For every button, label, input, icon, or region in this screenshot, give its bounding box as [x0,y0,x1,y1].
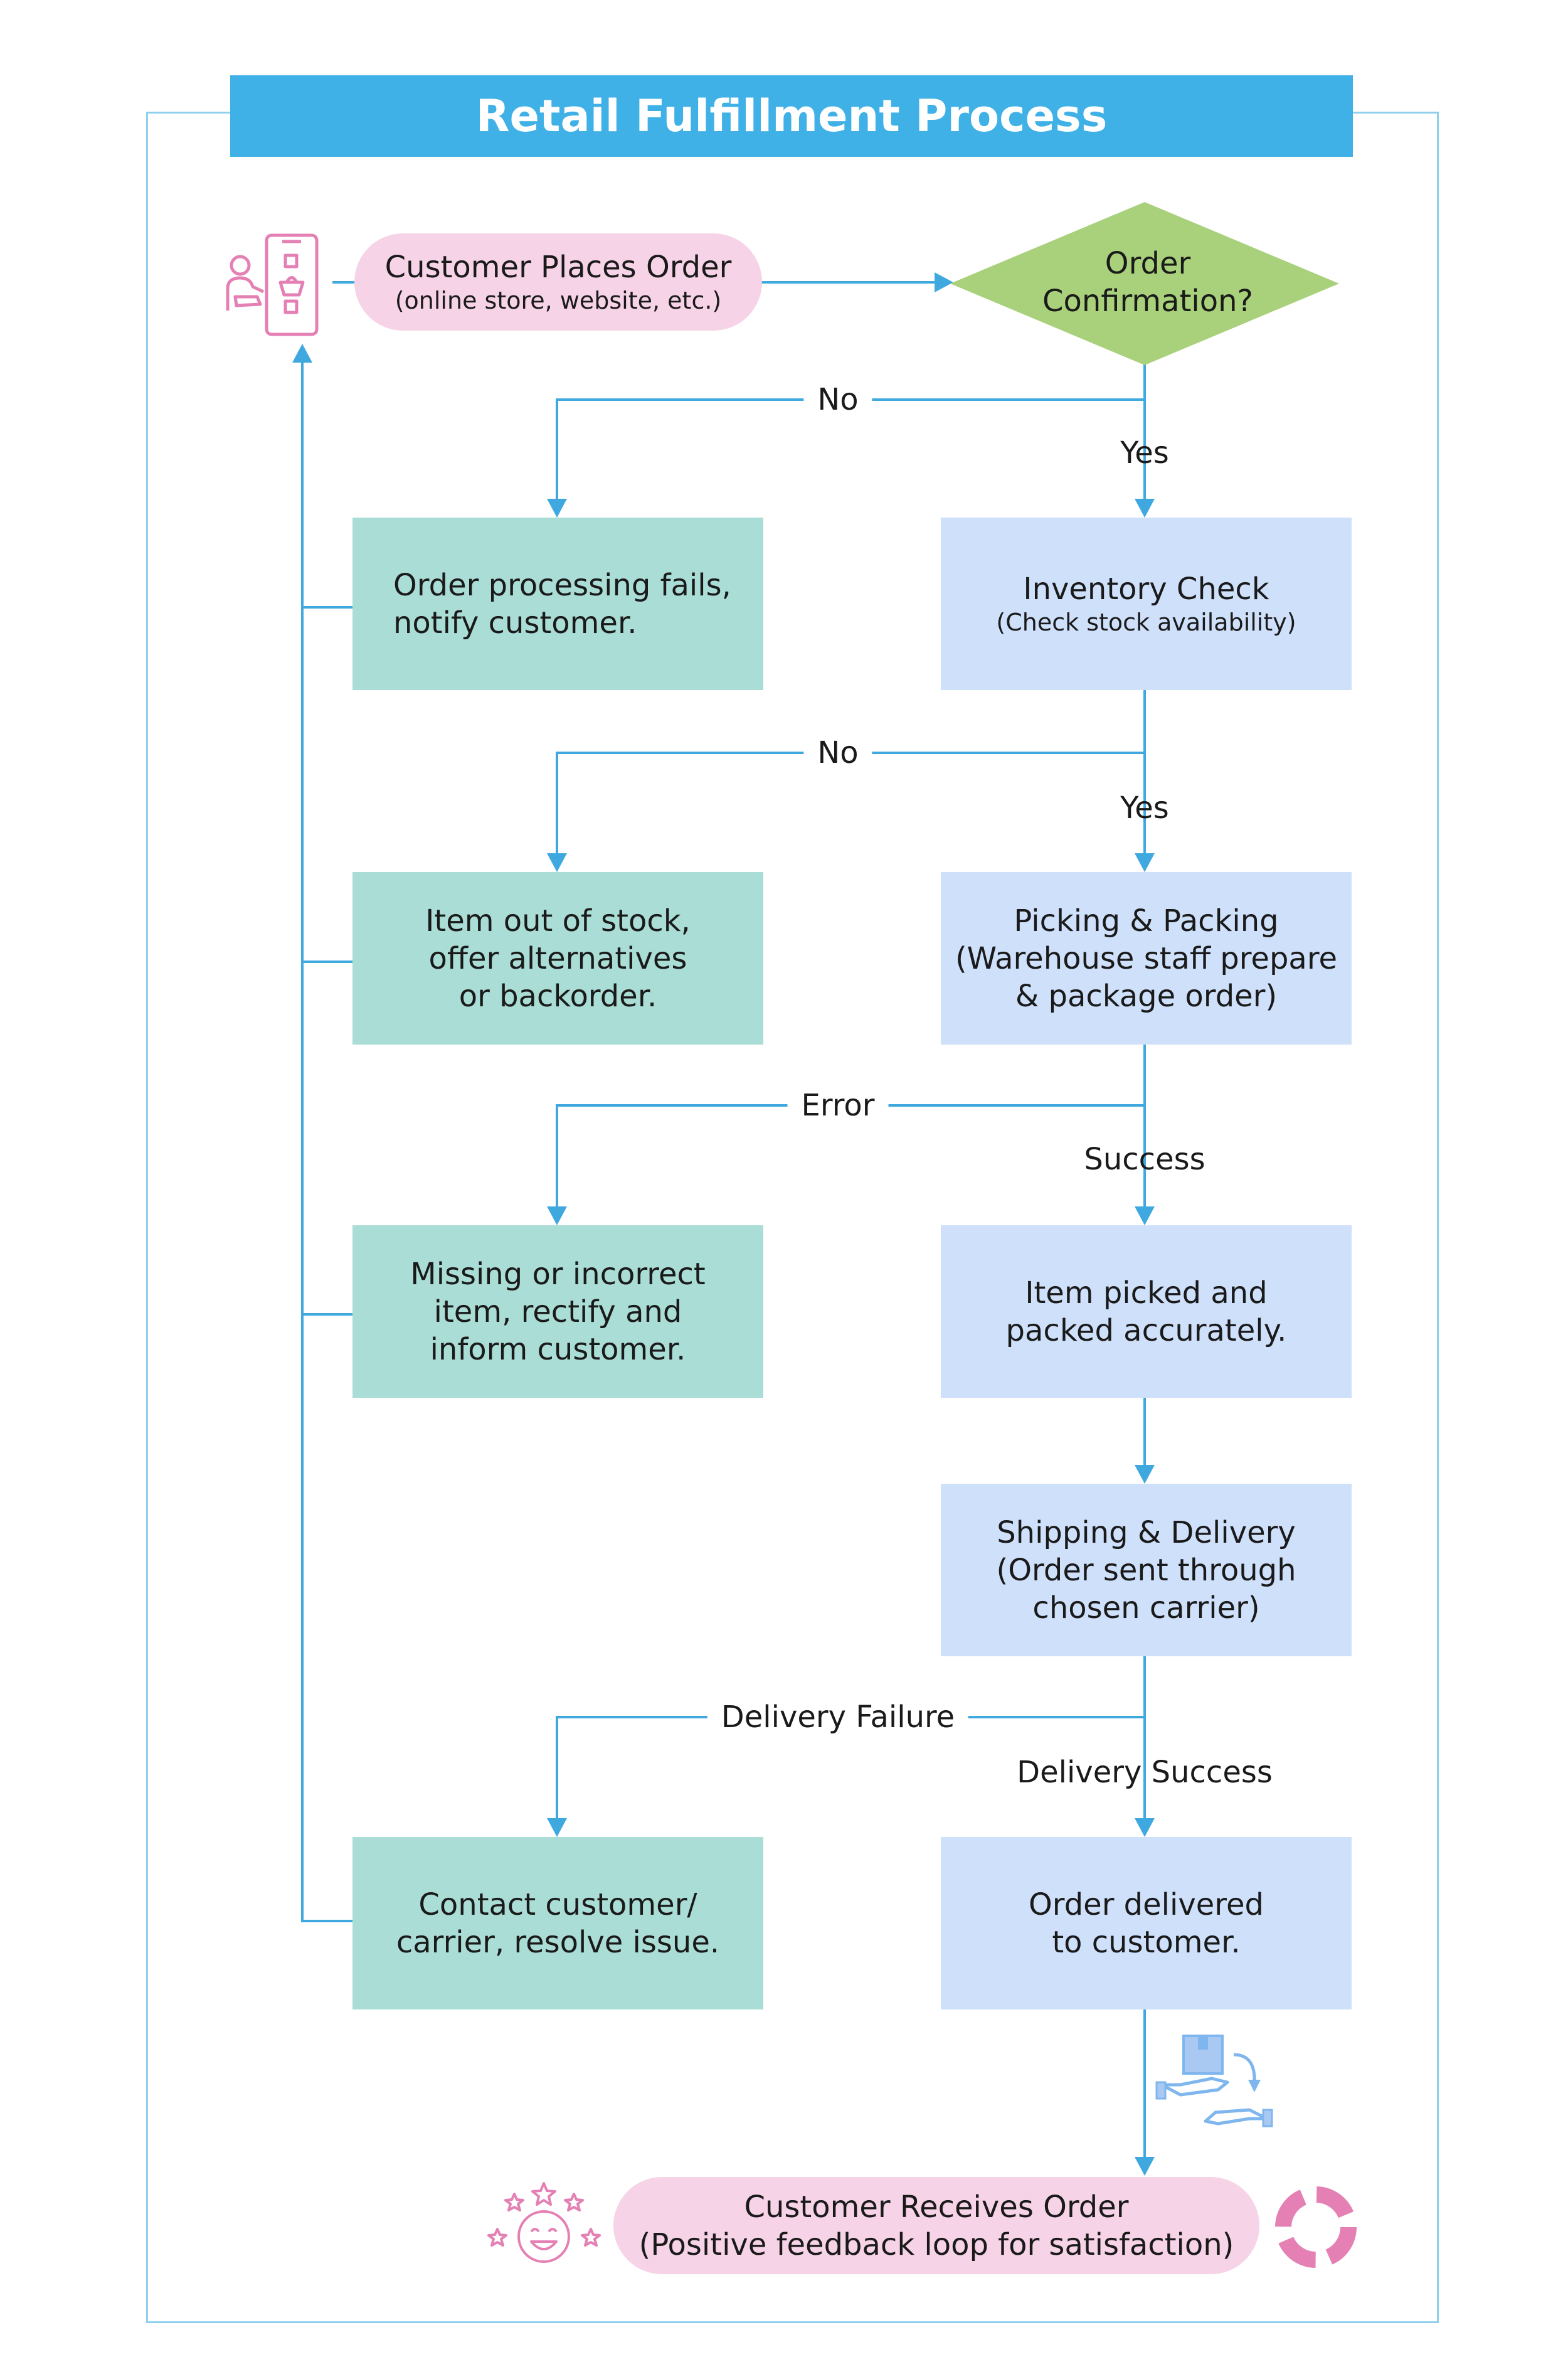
node-customer-receives-order: Customer Receives Order (Positive feedba… [613,2177,1259,2274]
node-picking-line2: (Warehouse staff prepare [955,940,1338,976]
edge-loop-contact [301,351,352,1922]
node-contact-line1: Contact customer/ [418,1887,697,1922]
label-delivery-success: Delivery Success [1017,1755,1273,1790]
node-oos-line2: offer alternatives [428,940,687,976]
node-oos-line3: or backorder. [458,978,657,1014]
node-order-confirmation: Order Confirmation? [953,238,1342,326]
node-picked-line2: packed accurately. [1005,1312,1287,1348]
node-start-line1: Customer Places Order [384,249,732,285]
edge-picking-error [556,1104,1145,1220]
label-success: Success [1084,1142,1205,1177]
label-yes-confirm: Yes [1120,435,1169,471]
node-customer-places-order: Customer Places Order (online store, web… [354,233,762,331]
node-missing-line3: inform customer. [430,1331,686,1367]
node-item-out-of-stock: Item out of stock, offer alternatives or… [352,872,763,1045]
node-contact-customer: Contact customer/ carrier, resolve issue… [352,1837,763,2009]
node-confirm-line2: Confirmation? [1042,284,1254,319]
node-receives-line2: (Positive feedback loop for satisfaction… [638,2227,1234,2262]
node-picking-packing: Picking & Packing (Warehouse staff prepa… [941,872,1352,1045]
label-no-inventory: No [803,735,872,770]
node-contact-line2: carrier, resolve issue. [396,1924,720,1960]
node-shipping-line2: (Order sent through [996,1552,1296,1588]
node-picking-line3: & package order) [1015,978,1278,1014]
edge-inventory-no [556,752,1145,866]
node-picked-line1: Item picked and [1025,1275,1268,1311]
node-item-picked-packed: Item picked and packed accurately. [941,1225,1352,1398]
happy-face-stars-icon [487,2182,601,2263]
cycle-loop-icon [1275,2186,1357,2268]
node-oos-line1: Item out of stock, [425,903,691,939]
node-start-line2: (online store, website, etc.) [395,286,722,314]
node-inventory-check: Inventory Check (Check stock availabilit… [941,518,1352,690]
node-missing-line2: item, rectify and [433,1294,682,1329]
label-no-confirm: No [803,382,872,417]
label-yes-inventory: Yes [1120,790,1169,826]
node-fail-line1: Order processing fails, [393,567,731,603]
node-receives-line1: Customer Receives Order [744,2189,1129,2225]
label-delivery-failure: Delivery Failure [707,1700,969,1735]
node-shipping-line1: Shipping & Delivery [997,1514,1296,1550]
node-shipping-line3: chosen carrier) [1032,1590,1260,1626]
node-shipping-delivery: Shipping & Delivery (Order sent through … [941,1484,1352,1656]
node-inventory-line2: (Check stock availability) [996,608,1296,636]
edge-confirm-no [556,398,1145,511]
node-confirm-line1: Order [1104,246,1191,281]
node-delivered-line1: Order delivered [1029,1887,1264,1922]
node-delivered-line2: to customer. [1052,1924,1241,1960]
node-order-processing-fails: Order processing fails, notify customer. [352,518,763,690]
node-missing-incorrect-item: Missing or incorrect item, rectify and i… [352,1225,763,1398]
decision-diamond [950,202,1339,365]
diagram-title: Retail Fulfillment Process [230,75,1353,157]
node-missing-line1: Missing or incorrect [410,1256,706,1292]
node-picking-line1: Picking & Packing [1014,903,1279,939]
customer-phone-order-icon [226,233,319,336]
node-fail-line2: notify customer. [393,605,637,641]
node-inventory-line1: Inventory Check [1023,571,1269,607]
package-handover-icon [1155,2035,1273,2127]
node-order-delivered: Order delivered to customer. [941,1837,1352,2009]
label-error: Error [787,1088,889,1123]
